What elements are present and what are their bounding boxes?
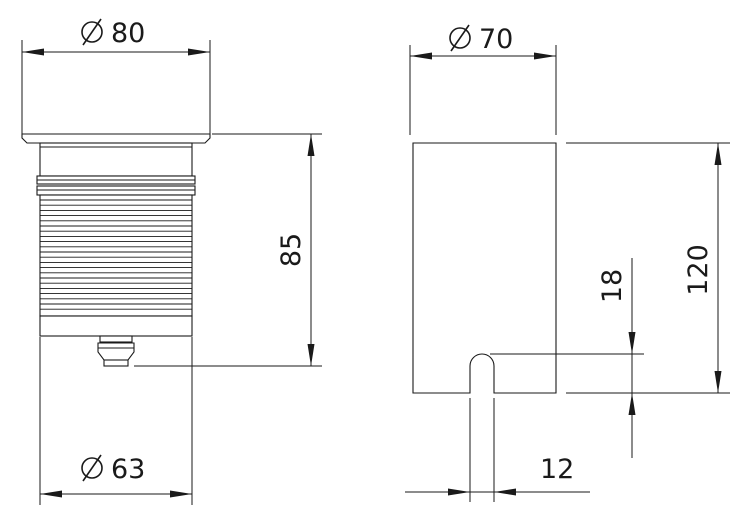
- sleeve-outline: [412, 142, 557, 394]
- diameter-icon: [81, 18, 103, 46]
- cable-gland: [97, 335, 135, 367]
- luminaire-body-view: 80 63 85: [21, 18, 322, 505]
- body-ring-mid: [36, 185, 196, 196]
- bottom-diameter-label: 63: [111, 454, 145, 485]
- sleeve-height-label: 120: [683, 244, 714, 296]
- slot-height-label: 18: [597, 269, 628, 303]
- dimension-slot-width: 12: [405, 398, 590, 502]
- sleeve-view: 70 120 18 12: [405, 24, 730, 502]
- body-height-label: 85: [276, 233, 307, 267]
- body-lower: [39, 315, 193, 337]
- dimension-slot-height: 18: [490, 258, 644, 458]
- fin-block: [39, 194, 193, 317]
- dimension-top-diameter: 80: [21, 18, 211, 134]
- slot-width-label: 12: [540, 454, 574, 485]
- diameter-icon: [81, 454, 103, 482]
- cooling-fins: [39, 194, 193, 317]
- dimension-inner-diameter: 70: [409, 24, 557, 135]
- dimension-bottom-diameter: 63: [39, 337, 193, 505]
- inner-diameter-label: 70: [479, 24, 513, 55]
- body-upper: [39, 142, 193, 177]
- diameter-icon: [449, 24, 471, 52]
- dimension-body-height: 85: [134, 133, 322, 367]
- flange: [21, 133, 211, 144]
- dimension-sleeve-height: 120: [566, 142, 730, 394]
- top-diameter-label: 80: [111, 18, 145, 49]
